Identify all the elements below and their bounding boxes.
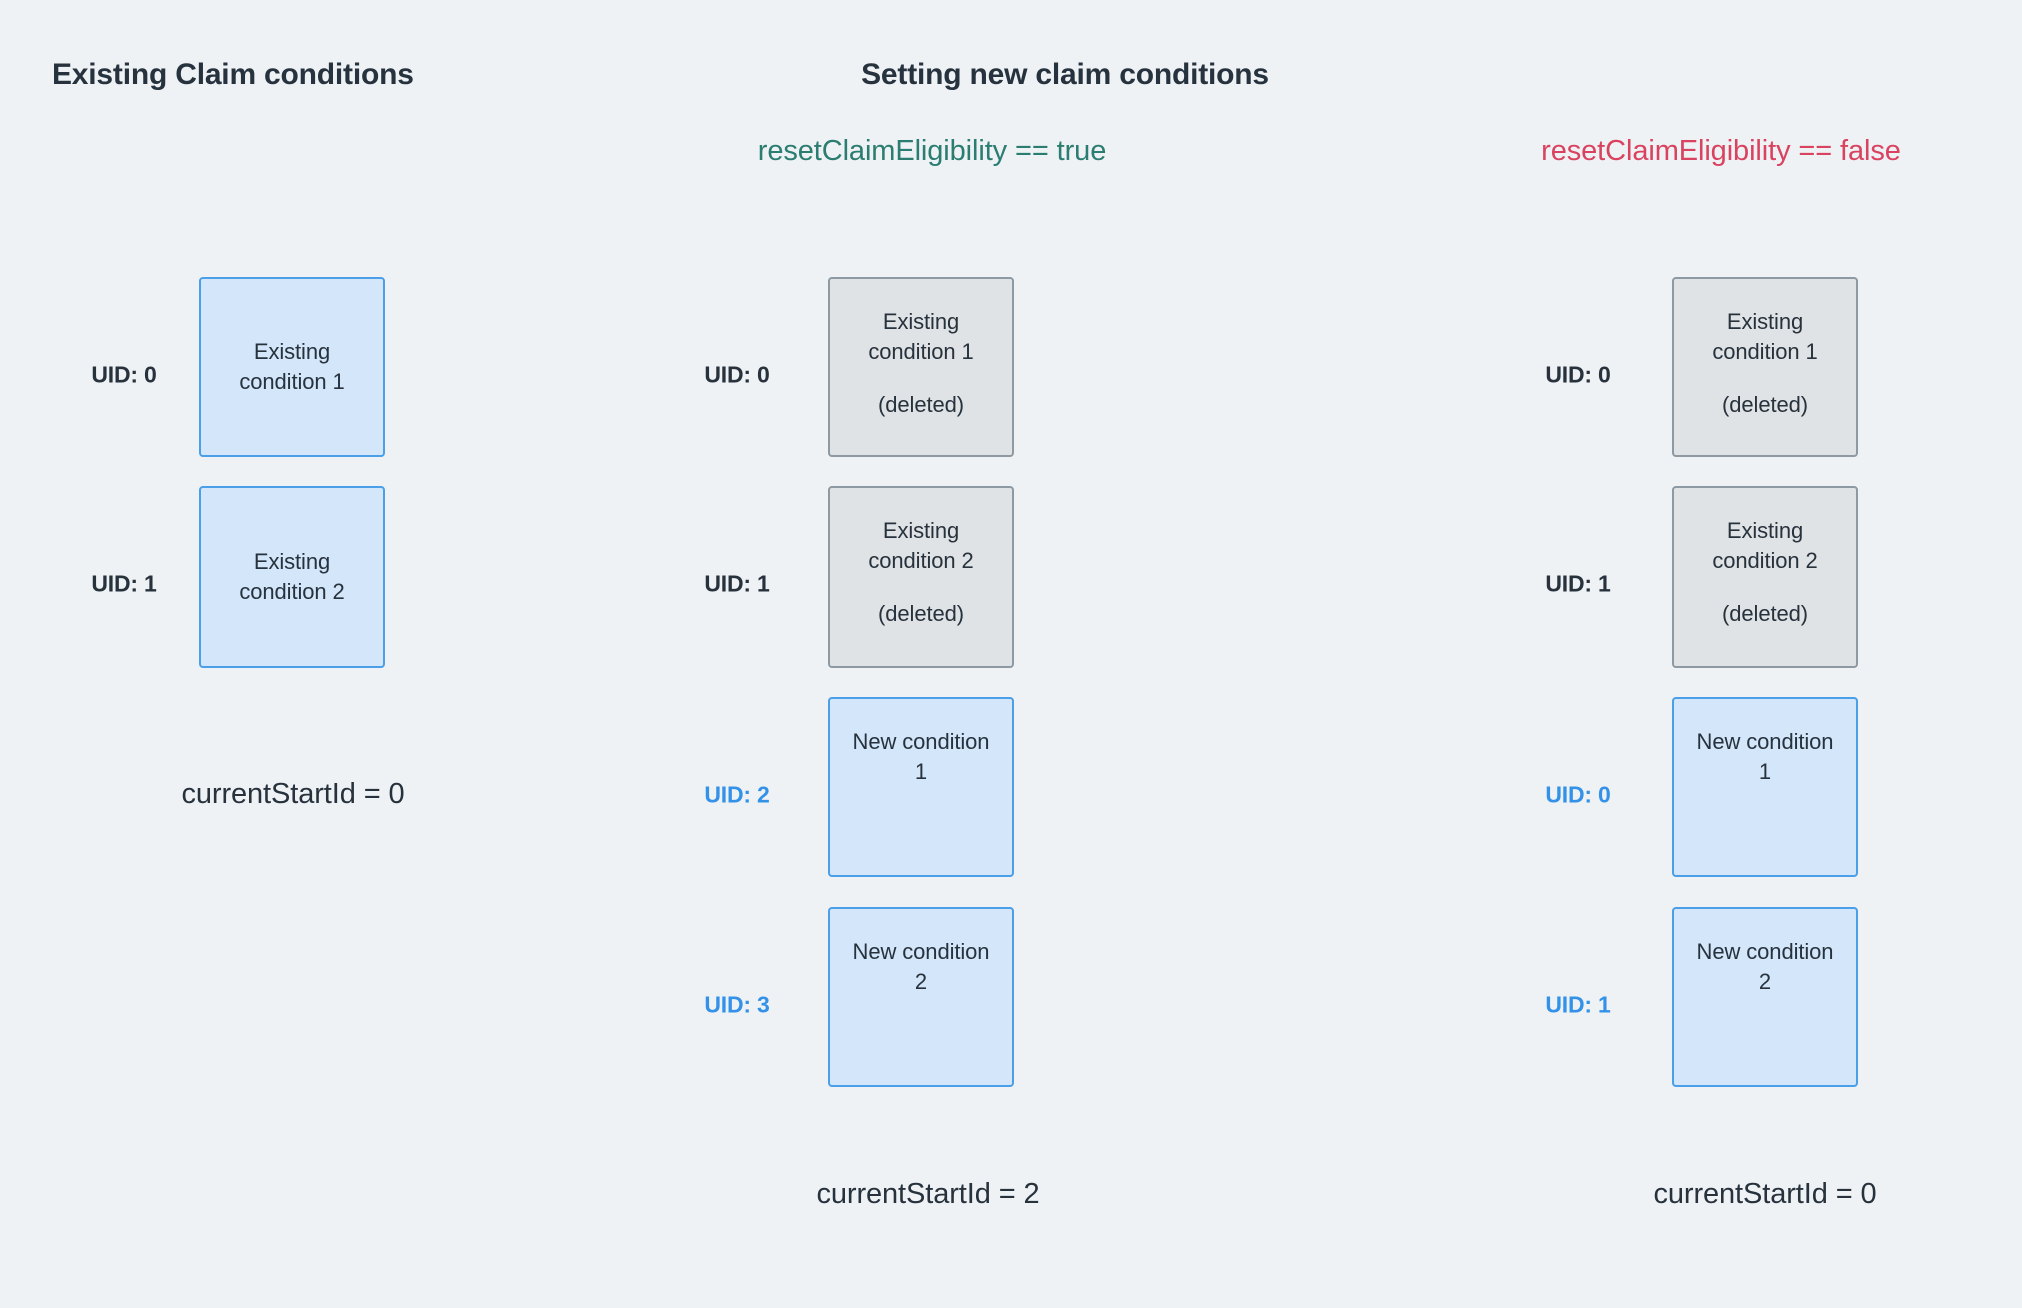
condition-box-title: Existing condition 1 [868, 309, 974, 365]
condition-box[interactable]: New condition 2 [1672, 907, 1858, 1087]
uid-label: UID: 0 [1545, 361, 1611, 388]
condition-box[interactable]: Existing condition 2 [199, 486, 385, 668]
condition-box[interactable]: Existing condition 1 [199, 277, 385, 457]
condition-box-deleted-label: (deleted) [878, 391, 964, 417]
uid-label: UID: 1 [704, 570, 770, 597]
condition-box-title: New condition 2 [1696, 939, 1834, 995]
condition-box-deleted-label: (deleted) [1722, 391, 1808, 417]
condition-box[interactable]: New condition 1 [1672, 697, 1858, 877]
uid-label: UID: 1 [91, 570, 157, 597]
condition-box-title: Existing condition 2 [239, 548, 345, 604]
condition-box-deleted-label: (deleted) [878, 600, 964, 626]
flag-reset-eligibility-false: resetClaimEligibility == false [1541, 135, 1901, 167]
uid-label: UID: 1 [1545, 570, 1611, 597]
condition-box[interactable]: Existing condition 1 (deleted) [1672, 277, 1858, 457]
uid-label: UID: 0 [704, 361, 770, 388]
flag-reset-eligibility-true: resetClaimEligibility == true [757, 135, 1107, 167]
condition-box-title: Existing condition 1 [239, 338, 345, 394]
condition-box-title: Existing condition 2 [868, 518, 974, 574]
uid-label: UID: 2 [704, 781, 770, 808]
condition-box-title: Existing condition 2 [1712, 518, 1818, 574]
condition-box-title: New condition 1 [1696, 729, 1834, 785]
condition-box[interactable]: New condition 2 [828, 907, 1014, 1087]
uid-label: UID: 0 [1545, 781, 1611, 808]
condition-box-deleted-label: (deleted) [1722, 600, 1808, 626]
condition-box[interactable]: Existing condition 1 (deleted) [828, 277, 1014, 457]
uid-label: UID: 3 [704, 991, 770, 1018]
condition-box[interactable]: Existing condition 2 (deleted) [1672, 486, 1858, 668]
condition-box-title: Existing condition 1 [1712, 309, 1818, 365]
footer-current-start-id: currentStartId = 0 [181, 778, 405, 810]
page-title-existing-claim-conditions: Existing Claim conditions [52, 58, 414, 91]
condition-box[interactable]: Existing condition 2 (deleted) [828, 486, 1014, 668]
condition-box-title: New condition 2 [852, 939, 990, 995]
uid-label: UID: 0 [91, 361, 157, 388]
uid-label: UID: 1 [1545, 991, 1611, 1018]
footer-current-start-id: currentStartId = 0 [1653, 1178, 1877, 1210]
footer-current-start-id: currentStartId = 2 [816, 1178, 1040, 1210]
condition-box-title: New condition 1 [852, 729, 990, 785]
page-title-setting-new-claim-conditions: Setting new claim conditions [861, 58, 1269, 91]
condition-box[interactable]: New condition 1 [828, 697, 1014, 877]
